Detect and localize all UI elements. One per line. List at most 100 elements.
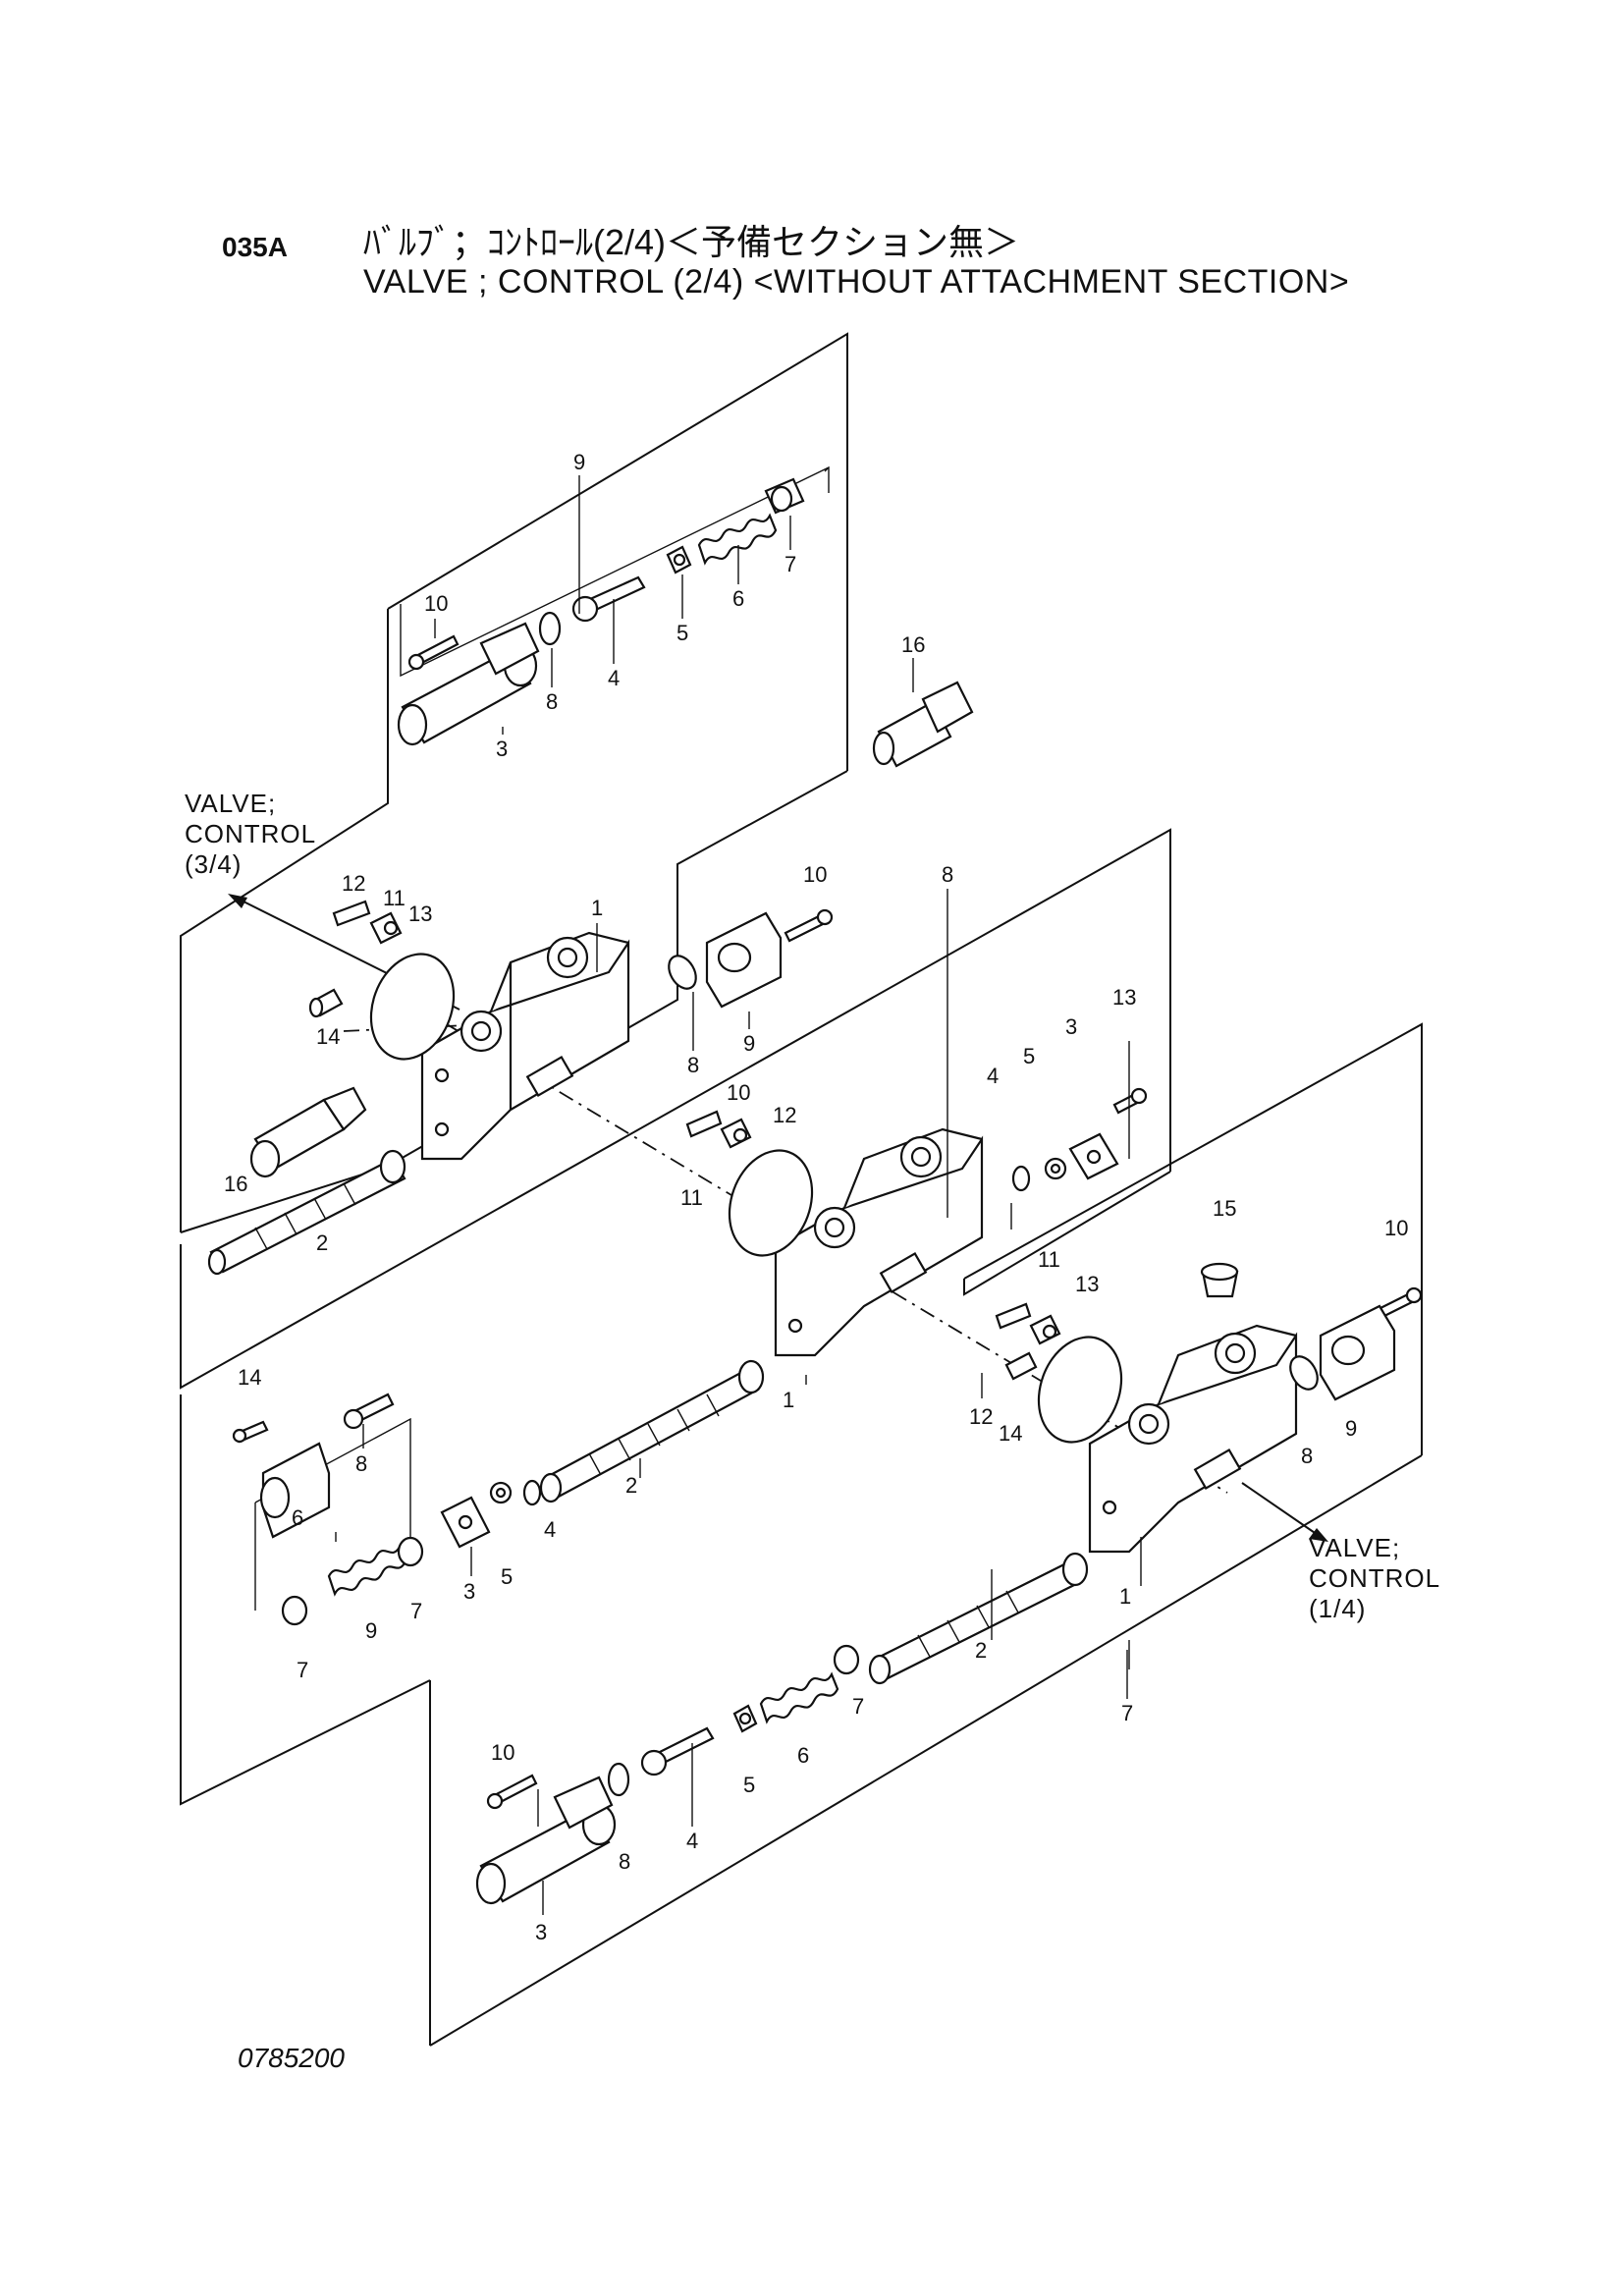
oring-8-right <box>1289 1355 1319 1391</box>
part-label: 9 <box>743 1031 755 1056</box>
flange-9-right <box>1319 1304 1396 1401</box>
part-label: 13 <box>1075 1272 1099 1296</box>
part-label: 9 <box>573 450 585 474</box>
part-labels-left-body: 12 11 13 1 14 16 2 8 9 10 <box>224 862 827 1255</box>
part-label: 9 <box>1345 1416 1357 1441</box>
plug-12-left <box>332 900 371 927</box>
bracket-top-right <box>824 466 830 472</box>
part-label: 5 <box>1023 1044 1035 1068</box>
group-frame-7 <box>429 1022 1423 2047</box>
part-label: 7 <box>410 1599 422 1623</box>
part-label: 3 <box>496 737 508 761</box>
bolt-10-left <box>784 908 834 943</box>
part-label: 2 <box>625 1473 637 1498</box>
part-label: 7 <box>784 552 796 576</box>
fitting-11-right <box>1029 1314 1061 1345</box>
callout-3-4-line2: CONTROL <box>185 819 316 848</box>
callout-valve-1-4: VALVE; CONTROL (1/4) <box>1309 1533 1440 1623</box>
oring-8-top <box>538 611 562 646</box>
part-labels-group7: 7 10 4 5 6 8 3 <box>491 1701 1133 1944</box>
part-label: 2 <box>316 1230 328 1255</box>
part-label: 4 <box>987 1064 999 1088</box>
part-label: 5 <box>743 1773 755 1797</box>
part-label: 3 <box>463 1579 475 1604</box>
part-label: 10 <box>1384 1216 1408 1240</box>
part-label: 7 <box>1121 1701 1133 1725</box>
leader-lines <box>335 475 1142 1915</box>
part-label: 11 <box>680 1185 703 1210</box>
plug-7-lower-left-b <box>397 1536 424 1567</box>
washer-5-middle <box>1044 1157 1067 1180</box>
fitting-11-left <box>369 911 403 945</box>
bolt-10-bottom <box>486 1774 538 1810</box>
title-japanese: ﾊﾞﾙﾌﾞ；ｺﾝﾄﾛｰﾙ(2/4)＜予備セクション無＞ <box>363 222 1020 262</box>
bolt-13-middle <box>1112 1087 1148 1115</box>
part-label: 6 <box>292 1505 303 1530</box>
oring-4-middle <box>1011 1165 1031 1192</box>
plug-12-right <box>995 1302 1032 1330</box>
callout-3-4-line1: VALVE; <box>185 789 276 818</box>
part-label: 10 <box>491 1740 514 1765</box>
washer-5-bottom <box>732 1704 758 1733</box>
oring-12-middle <box>728 1149 814 1257</box>
callout-1-4-line1: VALVE; <box>1309 1533 1400 1562</box>
part-label: 16 <box>901 632 925 657</box>
part-label: 4 <box>686 1829 698 1853</box>
part-label: 12 <box>969 1404 993 1429</box>
part-label: 10 <box>424 591 448 616</box>
part-label: 4 <box>608 666 620 690</box>
part-label: 1 <box>783 1388 794 1412</box>
part-label: 2 <box>975 1638 987 1663</box>
part-label: 8 <box>687 1053 699 1077</box>
fitting-10-middle <box>720 1118 752 1149</box>
part-label: 10 <box>803 862 827 887</box>
part-label: 15 <box>1213 1196 1236 1221</box>
bracket-top <box>400 465 830 678</box>
part-labels-top: 9 10 3 8 4 5 6 7 16 <box>424 450 925 761</box>
oring-8-left <box>668 955 697 990</box>
poppet-4-bottom <box>640 1726 715 1777</box>
flange-9-left <box>705 911 783 1009</box>
washer-5-top <box>666 545 692 574</box>
part-label: 8 <box>355 1451 367 1476</box>
part-labels-group8: 8 10 12 11 4 5 3 13 1 2 <box>625 862 1136 1498</box>
part-label: 11 <box>383 886 406 910</box>
part-label: 4 <box>544 1517 556 1542</box>
switch-16-top <box>872 681 974 768</box>
part-labels-right-body: 15 10 11 13 12 14 8 9 1 2 7 <box>852 1196 1408 1719</box>
callout-1-4-line2: CONTROL <box>1309 1563 1440 1593</box>
callout-3-4-line3: (3/4) <box>185 849 242 879</box>
bolt-10-right <box>1373 1286 1423 1321</box>
spool-2-middle <box>539 1359 765 1503</box>
group-frame-8 <box>180 828 1171 1827</box>
part-label: 8 <box>1301 1444 1313 1468</box>
part-label: 10 <box>727 1080 750 1105</box>
part-label: 11 <box>1038 1247 1060 1272</box>
cover-3-lower-left <box>440 1496 491 1549</box>
spring-6-bottom <box>759 1671 839 1724</box>
oring-13-left <box>369 953 456 1061</box>
valve-body-1-left <box>420 931 630 1161</box>
part-label: 14 <box>316 1024 340 1049</box>
plug-7-top <box>764 477 805 515</box>
plug-7-bottom <box>833 1644 860 1675</box>
part-label: 13 <box>1112 985 1136 1010</box>
oring-8-bottom <box>607 1762 630 1797</box>
part-labels-left-lower: 14 8 6 3 5 4 9 7 7 <box>238 1365 556 1682</box>
bolt-10-top <box>407 634 460 671</box>
plug-14-left <box>308 988 344 1018</box>
part-label: 7 <box>297 1658 308 1682</box>
part-label: 5 <box>501 1564 513 1589</box>
oring-13-right <box>1037 1336 1123 1444</box>
part-label: 8 <box>619 1849 630 1874</box>
part-label: 7 <box>852 1694 864 1719</box>
callout-1-4-line3: (1/4) <box>1309 1594 1366 1623</box>
part-label: 13 <box>408 902 432 926</box>
section-code: 035A <box>222 232 288 262</box>
part-label: 12 <box>342 871 365 896</box>
title-english: VALVE ; CONTROL (2/4) <WITHOUT ATTACHMEN… <box>363 263 1350 301</box>
cap-3-top <box>397 622 540 746</box>
poppet-8-lower-left <box>343 1393 395 1430</box>
plug-15-right <box>1200 1262 1239 1298</box>
